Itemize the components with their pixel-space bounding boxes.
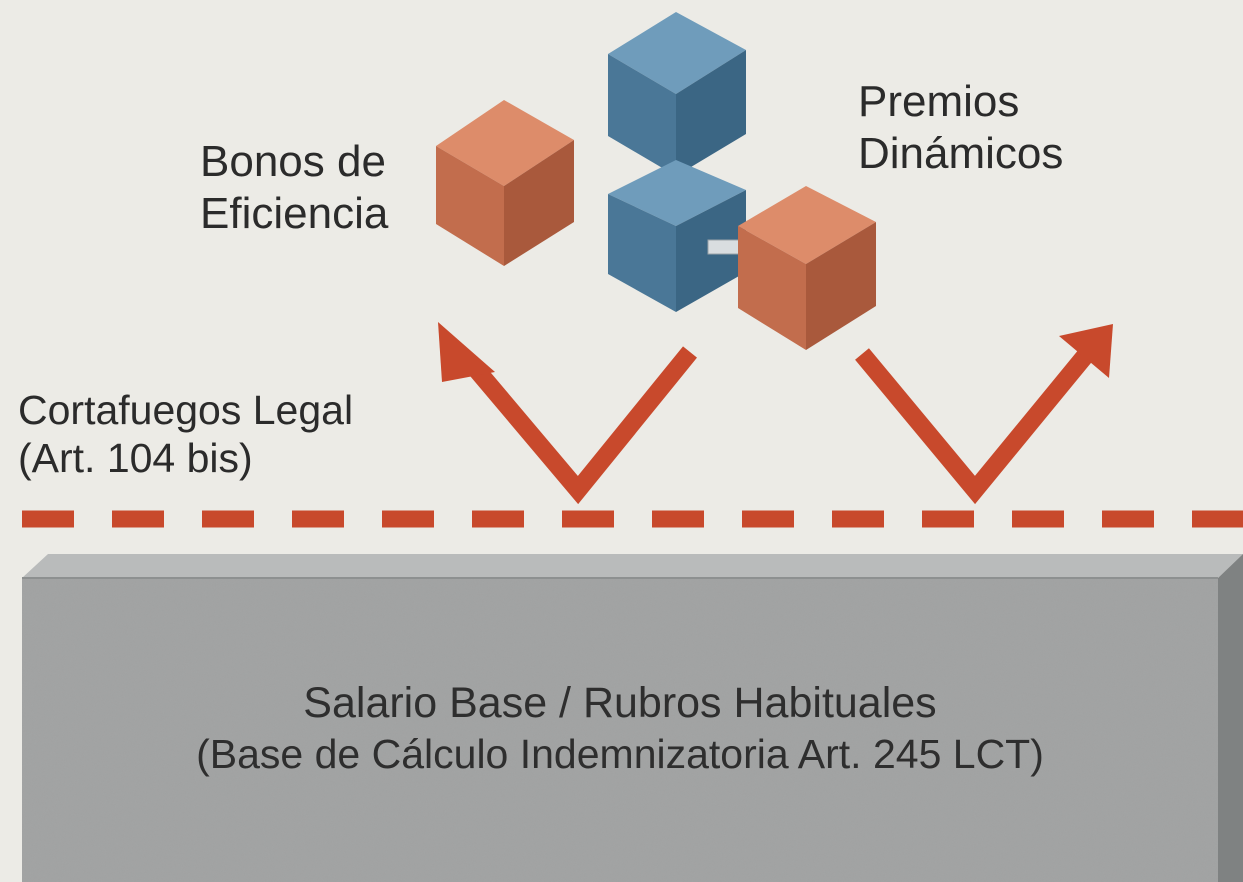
premios-label-line-2: Dinámicos [858,129,1064,178]
orange-cube-right [738,186,876,350]
premios-label-line-1: Premios [858,77,1020,126]
slab-top-face [22,554,1243,578]
left-bounce-arrow [438,322,697,505]
cortafuegos-label-line-2: (Art. 104 bis) [18,435,253,481]
right-bounce-arrow [855,324,1113,505]
cortafuegos-label-line-1: Cortafuegos Legal [18,387,354,433]
slab-side-face [1218,554,1243,882]
bonos-label: Bonos de Eficiencia [200,136,388,240]
premios-label: Premios Dinámicos [858,76,1063,180]
blue-cube-bottom [608,160,746,312]
bonos-label-line-1: Bonos de [200,137,386,186]
slab-title: Salario Base / Rubros Habituales [303,679,937,727]
orange-cube-left [436,100,574,266]
blue-cube-top [608,12,746,176]
cortafuegos-label: Cortafuegos Legal (Art. 104 bis) [18,386,353,482]
slab-subtitle: (Base de Cálculo Indemnizatoria Art. 245… [196,731,1044,777]
slab-texture [22,578,1218,882]
bonos-label-line-2: Eficiencia [200,189,389,238]
concrete-slab [22,554,1243,882]
